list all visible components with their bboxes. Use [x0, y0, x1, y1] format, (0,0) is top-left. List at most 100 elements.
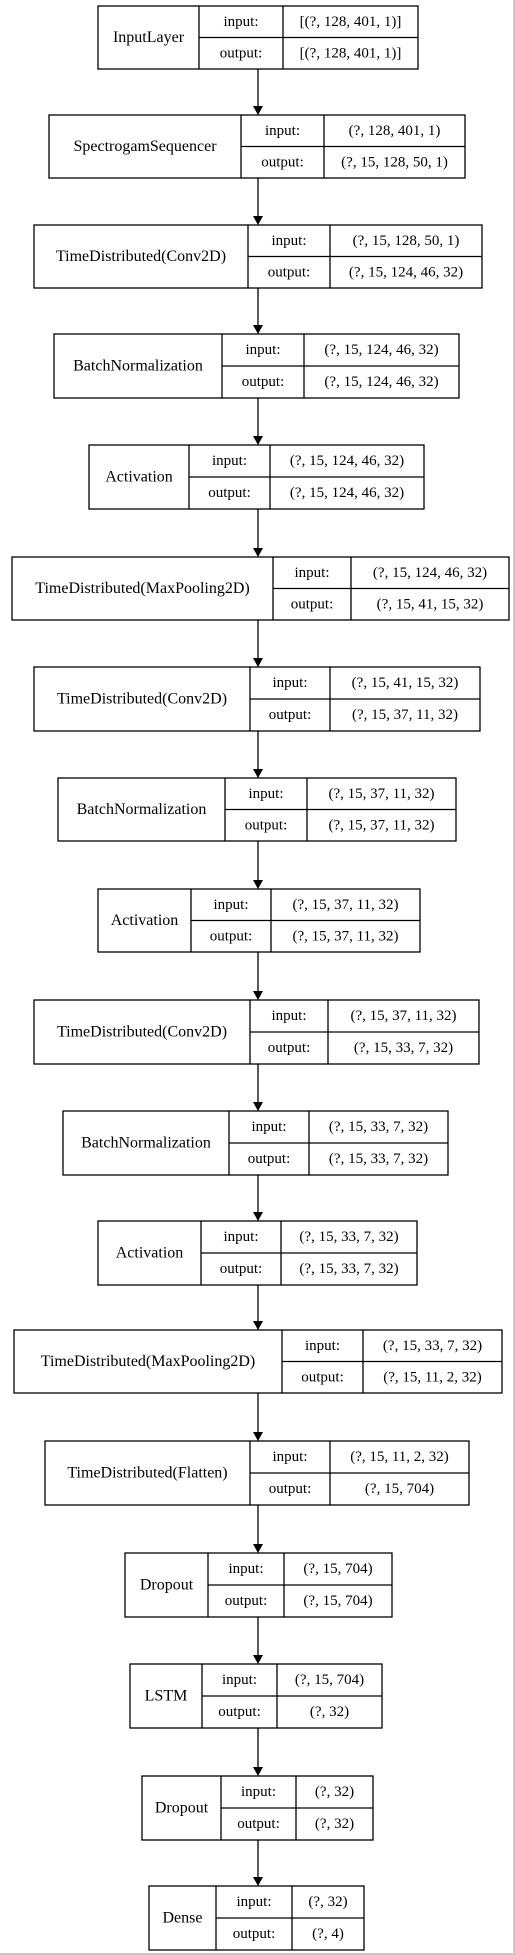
input-label: input: — [212, 453, 247, 469]
output-label: output: — [208, 485, 251, 501]
input-shape: (?, 15, 37, 11, 32) — [292, 897, 398, 913]
input-shape: (?, 15, 37, 11, 32) — [350, 1008, 456, 1024]
input-label: input: — [251, 1119, 286, 1135]
input-shape: (?, 15, 124, 46, 32) — [373, 565, 487, 581]
layer-node: TimeDistributed(Conv2D)input:output:(?, … — [33, 224, 483, 289]
layer-name: BatchNormalization — [81, 1135, 211, 1152]
layer-name: LSTM — [145, 1688, 188, 1705]
output-label: output: — [261, 154, 304, 170]
layer-node: TimeDistributed(Flatten)input:output:(?,… — [44, 1440, 470, 1506]
layer-name: TimeDistributed(MaxPooling2D) — [35, 580, 250, 597]
layer-node: BatchNormalization input: output: (?, 15, 3… — [57, 777, 457, 842]
layer-name: Dense — [163, 1910, 203, 1927]
layer-node: TimeDistributed(Conv2D)input:output:(?, … — [33, 999, 480, 1065]
layer-name: Activation — [111, 912, 179, 929]
input-shape: (?, 32) — [315, 1784, 354, 1800]
input-label: input: — [223, 1229, 258, 1245]
output-shape: (?, 15, 41, 15, 32) — [377, 596, 484, 612]
layer-name: TimeDistributed(MaxPooling2D) — [41, 1353, 256, 1370]
input-label: input: — [228, 1561, 263, 1577]
output-label: output: — [248, 1151, 291, 1167]
input-label: input: — [271, 233, 306, 249]
input-shape: (?, 15, 41, 15, 32) — [352, 675, 459, 691]
output-shape: (?, 15, 33, 7, 32) — [354, 1040, 453, 1056]
layer-node: Activation input: output: (?, 15, 37, 11, 3… — [97, 888, 421, 953]
layer-name: TimeDistributed(Conv2D) — [57, 691, 227, 708]
output-shape: (?, 15, 33, 7, 32) — [299, 1261, 398, 1277]
input-label: input: — [248, 786, 283, 802]
output-label: output: — [269, 707, 312, 723]
layer-node: TimeDistributed(Conv2D) input: output: (?, … — [33, 666, 481, 732]
layer-node: Dense input: output: (?, 32) (?, 4) — [148, 1885, 365, 1951]
layer-node: SpectrogamSequencer input: output: (?, 128,… — [48, 114, 466, 179]
output-label: output: — [210, 928, 253, 944]
input-shape: (?, 15, 124, 46, 32) — [324, 342, 438, 358]
input-shape: (?, 15, 33, 7, 32) — [383, 1338, 482, 1354]
output-shape: (?, 15, 124, 46, 32) — [349, 264, 463, 280]
input-label: input: — [222, 1672, 257, 1688]
layer-node: BatchNormalization input: output: (?, 15, 1… — [53, 333, 460, 399]
input-label: input: — [272, 1449, 307, 1465]
output-label: output: — [225, 1593, 268, 1609]
output-label: output: — [268, 1040, 311, 1056]
input-label: input: — [223, 14, 258, 30]
layer-node: Dropout input: output: (?, 32) (?, 32) — [141, 1775, 374, 1841]
output-shape: [(?, 128, 401, 1)] — [300, 45, 402, 61]
input-shape: (?, 15, 704) — [295, 1672, 364, 1688]
output-label: output: — [220, 45, 263, 61]
input-shape: (?, 32) — [308, 1894, 347, 1910]
output-label: output: — [291, 596, 334, 612]
output-label: output: — [237, 1816, 280, 1832]
output-label: output: — [220, 1261, 263, 1277]
layer-name: BatchNormalization — [77, 801, 207, 818]
output-label: output: — [268, 264, 311, 280]
layer-name: Dropout — [140, 1577, 194, 1594]
output-label: output: — [245, 817, 288, 833]
layer-name: Dropout — [155, 1800, 209, 1817]
output-shape: (?, 32) — [315, 1816, 354, 1832]
input-label: input: — [236, 1894, 271, 1910]
output-label: output: — [242, 374, 285, 390]
output-shape: (?, 15, 704) — [365, 1481, 434, 1497]
output-shape: (?, 15, 11, 2, 32) — [383, 1369, 482, 1385]
output-label: output: — [301, 1369, 344, 1385]
output-shape: (?, 15, 704) — [303, 1593, 372, 1609]
layer-name: BatchNormalization — [73, 358, 203, 375]
input-label: input: — [271, 1008, 306, 1024]
output-label: output: — [218, 1704, 261, 1720]
input-shape: (?, 15, 11, 2, 32) — [350, 1449, 449, 1465]
layer-name: TimeDistributed(Flatten) — [67, 1465, 227, 1482]
output-shape: (?, 15, 37, 11, 32) — [352, 707, 458, 723]
input-label: input: — [241, 1784, 276, 1800]
layer-node: TimeDistributed(MaxPooling2D) input: outpu… — [11, 556, 510, 621]
input-shape: (?, 15, 33, 7, 32) — [299, 1229, 398, 1245]
output-shape: (?, 15, 33, 7, 32) — [329, 1151, 428, 1167]
input-label: input: — [265, 123, 300, 139]
input-shape: (?, 15, 128, 50, 1) — [353, 233, 460, 249]
input-label: input: — [305, 1338, 340, 1354]
output-label: output: — [233, 1926, 276, 1942]
input-shape: [(?, 128, 401, 1)] — [300, 14, 402, 30]
layer-node: BatchNormalization input: output: (?, 15, 3… — [62, 1110, 449, 1176]
output-shape: (?, 15, 124, 46, 32) — [290, 485, 404, 501]
layer-name: Activation — [116, 1245, 184, 1262]
input-shape: (?, 15, 704) — [303, 1561, 372, 1577]
layer-node: Activation input: output: (?, 15, 33, 7, 32… — [97, 1220, 418, 1286]
input-label: input: — [294, 565, 329, 581]
output-shape: (?, 15, 124, 46, 32) — [324, 374, 438, 390]
output-shape: (?, 4) — [312, 1926, 344, 1942]
input-shape: (?, 128, 401, 1) — [349, 123, 441, 139]
output-shape: (?, 15, 37, 11, 32) — [328, 817, 434, 833]
input-label: input: — [272, 675, 307, 691]
input-shape: (?, 15, 124, 46, 32) — [290, 453, 404, 469]
layer-node: Dropout input: output: (?, 15, 704) (?, 15, … — [124, 1552, 393, 1618]
layer-name: SpectrogamSequencer — [73, 138, 217, 155]
input-label: input: — [213, 897, 248, 913]
output-shape: (?, 15, 128, 50, 1) — [341, 154, 448, 170]
input-label: input: — [245, 342, 280, 358]
